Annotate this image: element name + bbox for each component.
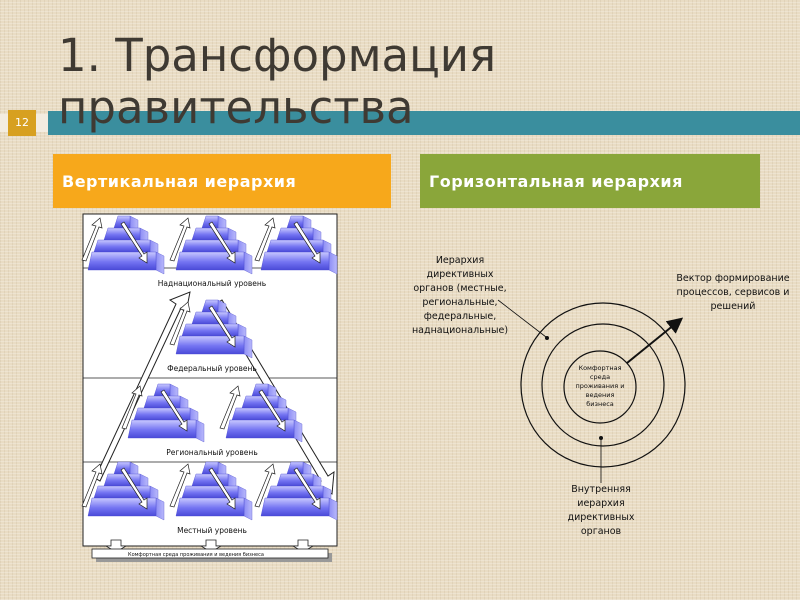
pyramid-tier [225, 419, 295, 439]
pyramid-tier-side [243, 251, 253, 275]
center-label-line: ведения [586, 391, 615, 399]
pyramid-tier [191, 473, 229, 487]
middle-ring [541, 323, 665, 447]
vertical-hierarchy-diagram: Наднациональный уровень Федеральный уров… [81, 213, 338, 562]
pyramid-tier [175, 335, 245, 355]
slide-title: 1. Трансформация правительства [58, 30, 496, 134]
pyramid-tier-side [328, 497, 338, 521]
pyramid-up-arrow [219, 385, 241, 430]
pyramid [219, 383, 303, 443]
pyramid-tier [276, 227, 314, 241]
slide-number: 12 [8, 110, 36, 136]
pyramid [254, 461, 338, 521]
title-band [48, 111, 800, 135]
pyramid-group [81, 215, 338, 521]
level-label-supranational: Наднациональный уровень [158, 279, 266, 288]
pyramid-tier [103, 227, 141, 241]
inner-hierarchy-label: Внутренняя иерархия директивных органов [568, 484, 635, 537]
pyramid [81, 215, 165, 275]
level-label-regional: Региональный уровень [166, 448, 257, 457]
outer-label-line: директивных [427, 269, 494, 280]
pyramid-tier [191, 311, 229, 325]
pyramid-down-arrow [208, 305, 236, 348]
inner-label-line: директивных [568, 512, 635, 523]
level-label-local: Местный уровень [177, 526, 247, 535]
pyramid [169, 299, 253, 359]
pyramid [254, 215, 338, 275]
pyramid-tier [103, 473, 141, 487]
horizontal-hierarchy-header: Горизонтальная иерархия [420, 154, 760, 208]
outer-label-line: Иерархия [436, 255, 484, 266]
base-box [91, 548, 329, 559]
pyramid-tier-side [328, 251, 338, 275]
pyramid-down-arrow [293, 467, 321, 510]
pyramid-tier [87, 251, 157, 271]
pyramid-tier-side [155, 497, 165, 521]
pyramid-tier-side [243, 497, 253, 521]
pyramid-up-arrow [169, 463, 191, 508]
pyramid-down-arrow [208, 467, 236, 510]
pyramid-up-arrow [254, 463, 276, 508]
inner-label-line: органов [581, 526, 622, 537]
pyramid-down-arrow [160, 389, 188, 432]
pyramid-tier-side [293, 419, 303, 443]
pyramid-tier [276, 473, 314, 487]
pyramid [169, 461, 253, 521]
pyramid-up-arrow [254, 217, 276, 262]
outer-label-line: федеральные, [424, 311, 496, 322]
center-label: Комфортная среда проживания и ведения би… [576, 364, 625, 408]
level-label-federal: Федеральный уровень [167, 364, 257, 373]
pyramid-tier [175, 497, 245, 517]
pyramid-up-arrow [121, 385, 143, 430]
pyramid-up-arrow [81, 217, 103, 262]
pyramid-down-arrow [258, 389, 286, 432]
inner-label-line: иерархия [577, 498, 624, 509]
outer-label-dot [545, 336, 549, 340]
inner-label-line: Внутренняя [571, 484, 631, 495]
pyramid-tier [87, 497, 157, 517]
horizontal-hierarchy-diagram: Иерархия директивных органов (местные, р… [412, 255, 790, 537]
pyramid-tier [260, 251, 330, 271]
vector-arrow [626, 317, 684, 364]
center-label-line: Комфортная [578, 364, 621, 372]
pyramid-up-arrow [169, 301, 191, 346]
slide-title-line-2: правительства [58, 81, 414, 134]
pyramid-tier [241, 395, 279, 409]
pyramid-up-arrow [169, 217, 191, 262]
outer-ring [520, 302, 686, 468]
vector-label-line: решений [711, 301, 756, 312]
pyramid-down-arrow [208, 221, 236, 264]
pyramid-down-arrow [293, 221, 321, 264]
pyramid-tier [143, 395, 181, 409]
outer-label-line: региональные, [422, 297, 497, 308]
pyramid-tier [127, 419, 197, 439]
pyramid-tier [175, 251, 245, 271]
center-label-line: бизнеса [586, 400, 614, 408]
vertical-hierarchy-header: Вертикальная иерархия [53, 154, 391, 208]
pyramid-tier [260, 497, 330, 517]
outer-label-leader [497, 299, 547, 338]
vector-label-line: Вектор формирование [676, 273, 789, 284]
pyramid-tier-side [155, 251, 165, 275]
pyramid [81, 461, 165, 521]
center-circle [563, 350, 637, 424]
outer-label-line: наднациональные) [412, 325, 508, 336]
vector-label-line: процессов, сервисов и [677, 287, 790, 298]
center-label-line: проживания и [576, 382, 625, 390]
pyramid [121, 383, 205, 443]
pyramid-tier [191, 227, 229, 241]
pyramid-tier-side [243, 335, 253, 359]
pyramid-tier-side [195, 419, 205, 443]
pyramid-down-arrow [120, 467, 148, 510]
outer-label-line: органов (местные, [413, 283, 506, 294]
slide-title-line-1: 1. Трансформация [58, 29, 497, 82]
center-label-line: среда [590, 373, 610, 381]
pyramid-up-arrow [81, 463, 103, 508]
pyramid-down-arrow [120, 221, 148, 264]
base-label: Комфортная среда проживания и ведения би… [128, 552, 264, 558]
pyramid [169, 215, 253, 275]
vector-label: Вектор формирование процессов, сервисов … [676, 273, 789, 312]
outer-ring-label: Иерархия директивных органов (местные, р… [412, 255, 508, 336]
